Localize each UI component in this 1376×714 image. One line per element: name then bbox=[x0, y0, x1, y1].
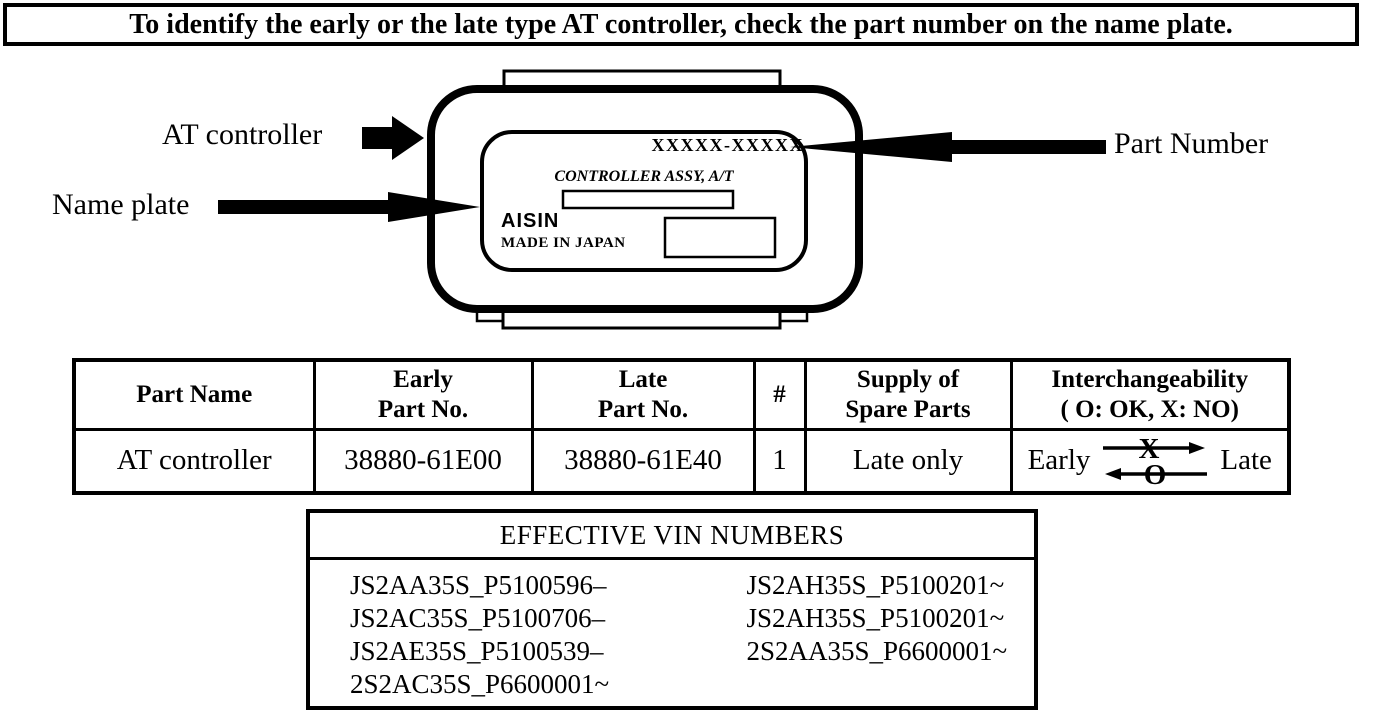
cell-qty: 1 bbox=[752, 427, 807, 494]
header-early-line1: Early bbox=[393, 366, 453, 394]
part-number-arrow-icon bbox=[790, 132, 1106, 162]
cell-part-name: AT controller bbox=[72, 427, 316, 494]
header-interch-line2: ( O: OK, X: NO) bbox=[1060, 395, 1239, 423]
header-qty-text: # bbox=[773, 381, 786, 408]
vin-box-title: EFFECTIVE VIN NUMBERS bbox=[310, 513, 1034, 560]
header-late-line2: Part No. bbox=[597, 395, 689, 423]
plate-blank-field-small bbox=[663, 216, 777, 259]
plate-maker-text: AISIN bbox=[501, 210, 560, 232]
interchangeability-arrows-icon: X O bbox=[1103, 433, 1208, 491]
header-supply-line1: Supply of bbox=[856, 366, 960, 394]
header-qty: # bbox=[752, 358, 807, 431]
interch-late-label: Late bbox=[1220, 444, 1272, 476]
cell-interchangeability: Early X O Late bbox=[1009, 427, 1291, 494]
vin-column-right: JS2AH35S_P5100201~ JS2AH35S_P5100201~ 2S… bbox=[747, 569, 1034, 701]
plate-part-number-mask: XXXXX-XXXXX bbox=[651, 135, 804, 155]
vin-column-left: JS2AA35S_P5100596– JS2AC35S_P5100706– JS… bbox=[350, 569, 747, 701]
controller-bottom-tab bbox=[501, 309, 782, 330]
vin-number: JS2AH35S_P5100201~ bbox=[746, 570, 1005, 600]
vin-columns: JS2AA35S_P5100596– JS2AC35S_P5100706– JS… bbox=[310, 560, 1034, 701]
controller-bottom-notch-right bbox=[778, 308, 809, 323]
parts-table-data-row: AT controller 38880-61E00 38880-61E40 1 … bbox=[72, 427, 1291, 494]
header-interch-line1: Interchangeability bbox=[1051, 366, 1249, 394]
controller-top-tab bbox=[502, 69, 782, 93]
vin-number: 2S2AC35S_P6600001~ bbox=[350, 669, 610, 699]
at-controller-arrow-icon bbox=[362, 116, 424, 160]
plate-origin-text: MADE IN JAPAN bbox=[501, 235, 626, 251]
header-early-part-no: Early Part No. bbox=[312, 358, 534, 431]
header-part-name-text: Part Name bbox=[136, 381, 253, 408]
vin-number: JS2AC35S_P5100706– bbox=[350, 603, 606, 633]
vin-number: JS2AH35S_P5100201~ bbox=[746, 603, 1005, 633]
vin-number: JS2AA35S_P5100596– bbox=[350, 570, 607, 600]
part-number-label: Part Number bbox=[1114, 127, 1269, 160]
header-part-name: Part Name bbox=[72, 358, 316, 431]
header-late-part-no: Late Part No. bbox=[530, 358, 756, 431]
cell-supply: Late only bbox=[803, 427, 1013, 494]
vin-number: JS2AE35S_P5100539– bbox=[350, 636, 604, 666]
plate-assy-text: CONTROLLER ASSY, A/T bbox=[554, 168, 734, 185]
controller-bottom-notch-left bbox=[475, 308, 506, 323]
interch-ok-mark: O bbox=[1144, 459, 1167, 491]
interch-early-label: Early bbox=[1027, 444, 1091, 476]
at-controller-label: AT controller bbox=[162, 118, 323, 151]
header-late-line1: Late bbox=[618, 366, 668, 394]
plate-blank-field-wide bbox=[561, 189, 735, 210]
vin-number: 2S2AA35S_P6600001~ bbox=[746, 636, 1008, 666]
header-interchangeability: Interchangeability ( O: OK, X: NO) bbox=[1009, 358, 1291, 431]
header-supply-line2: Spare Parts bbox=[845, 395, 971, 423]
name-plate-arrow-icon bbox=[218, 192, 480, 222]
instruction-text: To identify the early or the late type A… bbox=[129, 8, 1233, 40]
header-early-line2: Part No. bbox=[377, 395, 469, 423]
cell-early-part-no: 38880-61E00 bbox=[312, 427, 534, 494]
instruction-banner: To identify the early or the late type A… bbox=[3, 3, 1359, 46]
header-supply: Supply of Spare Parts bbox=[803, 358, 1013, 431]
effective-vin-box: EFFECTIVE VIN NUMBERS JS2AA35S_P5100596–… bbox=[306, 509, 1038, 710]
name-plate-label: Name plate bbox=[52, 188, 190, 221]
parts-table: Part Name Early Part No. Late Part No. #… bbox=[72, 358, 1291, 495]
controller-body bbox=[427, 85, 863, 313]
interch-no-mark: X bbox=[1139, 433, 1160, 465]
parts-table-header-row: Part Name Early Part No. Late Part No. #… bbox=[72, 358, 1291, 431]
cell-late-part-no: 38880-61E40 bbox=[530, 427, 756, 494]
